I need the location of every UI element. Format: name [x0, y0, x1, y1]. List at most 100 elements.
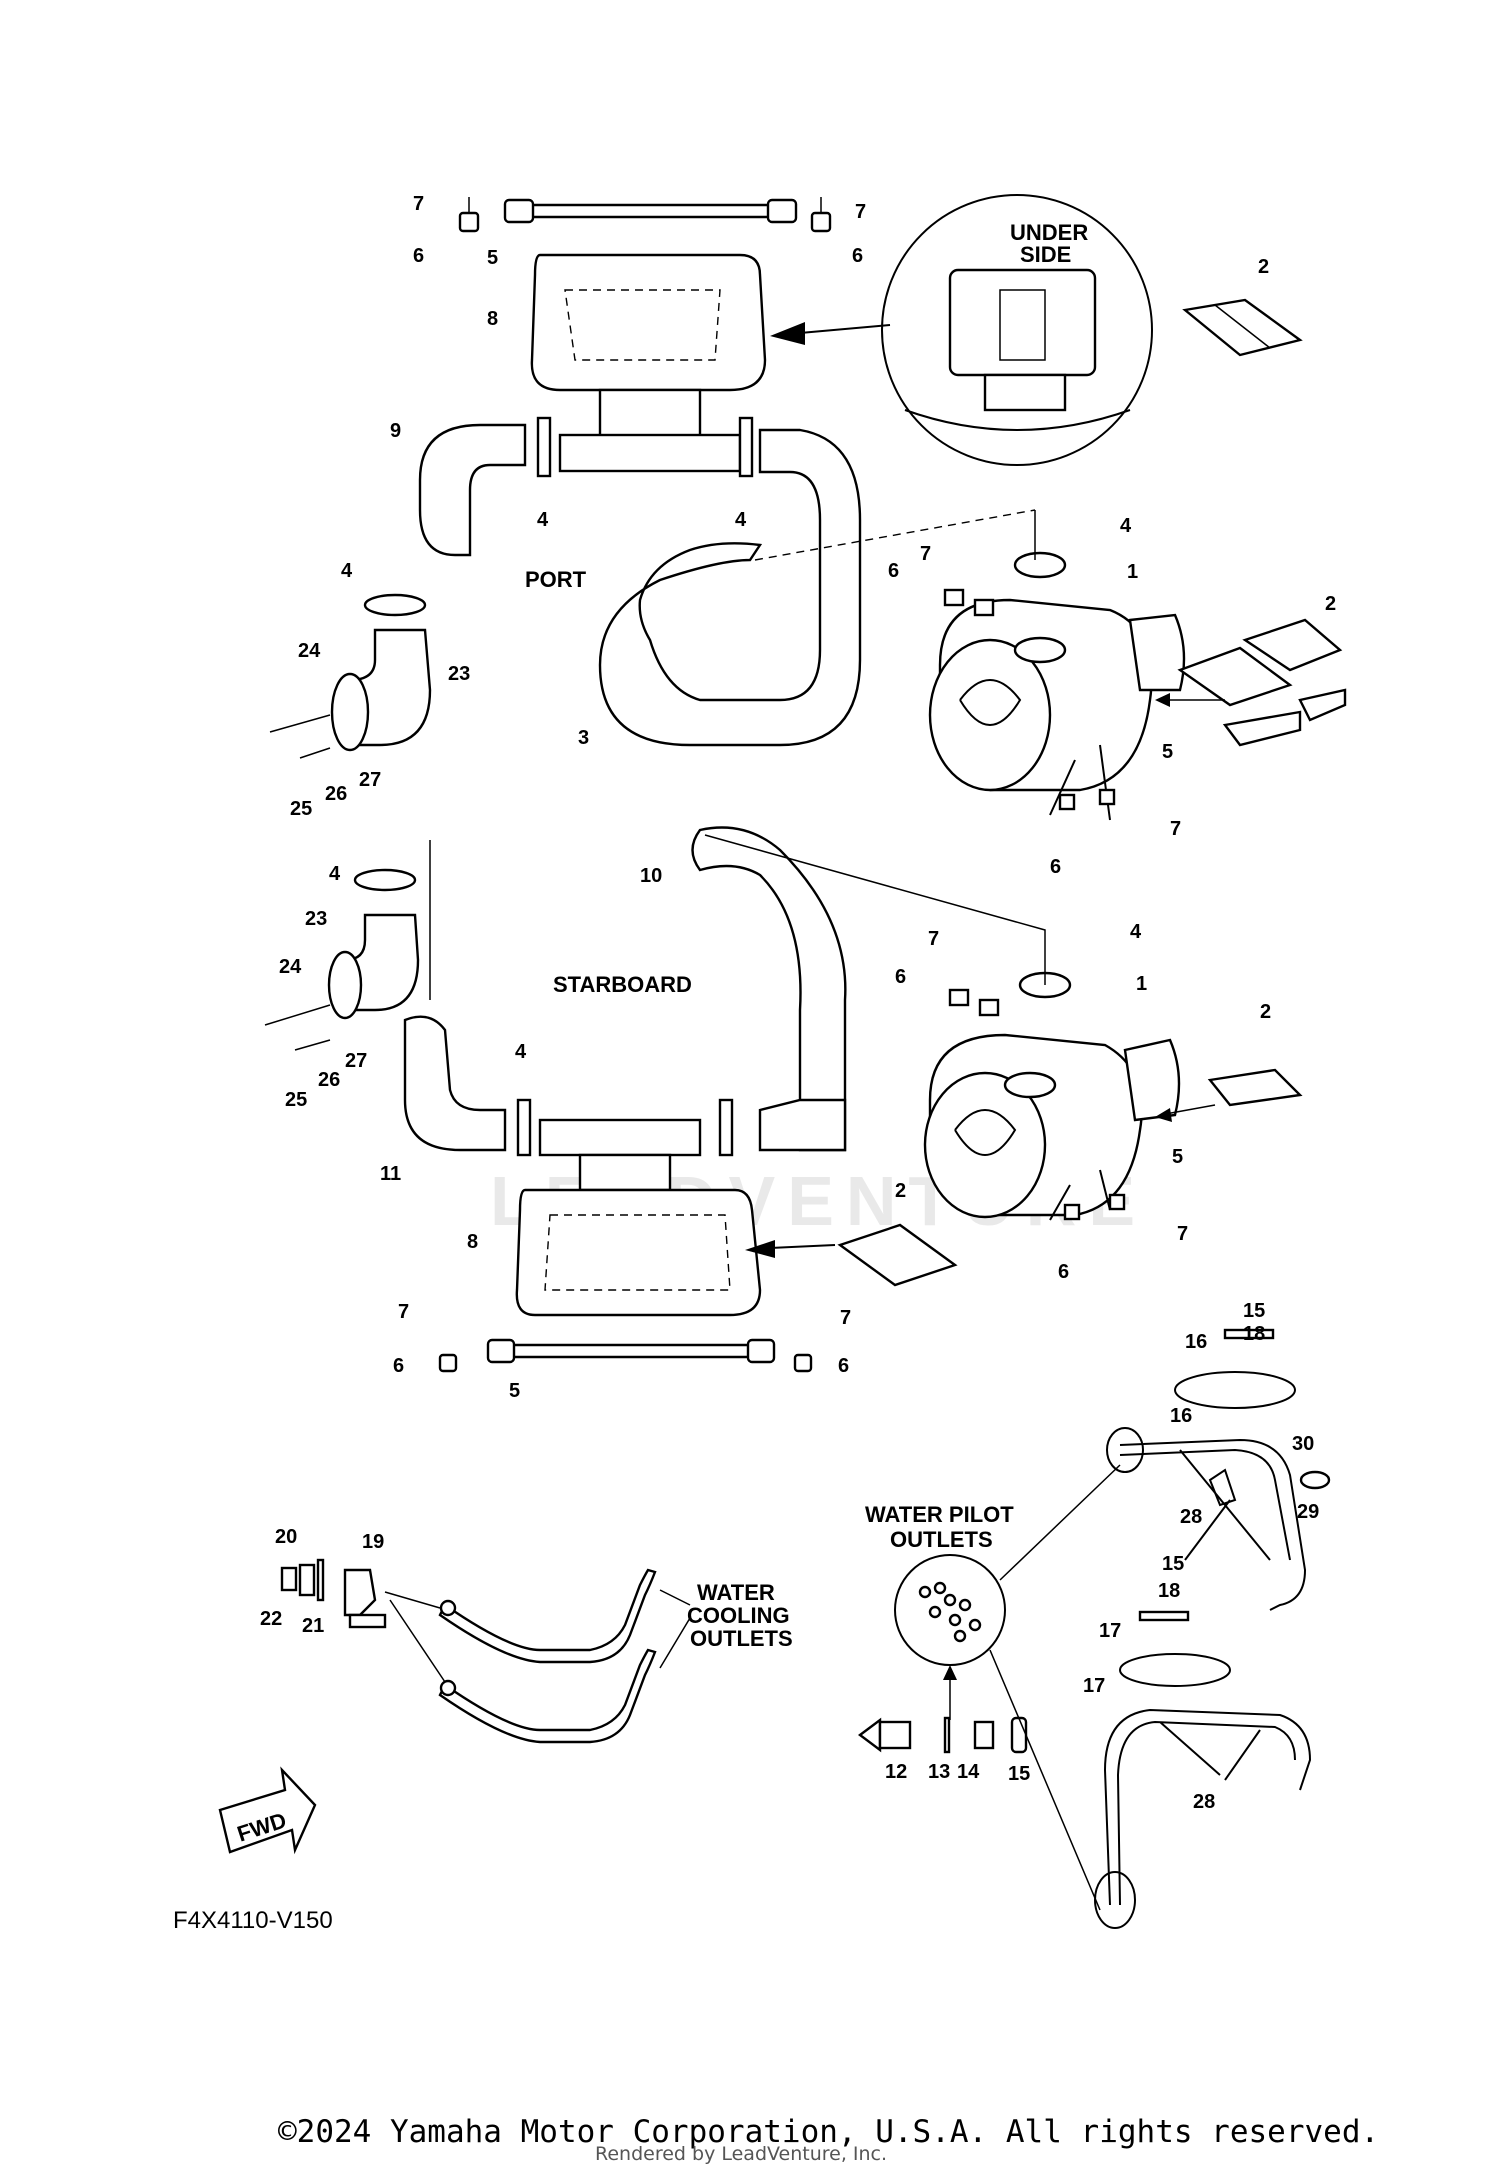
part-water-box-port — [530, 253, 767, 473]
callout: 20 — [275, 1526, 297, 1548]
callout: 15 — [1162, 1553, 1184, 1575]
part-pad-stbd-right — [1207, 1068, 1303, 1107]
callout: 7 — [928, 928, 939, 950]
part-clamp-stbd-left — [516, 1098, 532, 1157]
figure-code: F4X4110-V150 — [173, 1907, 333, 1934]
part-pad-inset — [1182, 298, 1303, 357]
callout: 8 — [487, 308, 498, 330]
part-clamp-left — [536, 416, 552, 478]
callout: 9 — [390, 420, 401, 442]
callout: 17 — [1083, 1675, 1105, 1697]
callout: 25 — [290, 798, 312, 820]
label-starboard: STARBOARD — [553, 972, 692, 997]
part-nozzle-12-15 — [858, 1716, 1028, 1754]
part-filter-straps-port — [1049, 744, 1111, 821]
part-hose-11 — [403, 1015, 507, 1152]
callout: 2 — [895, 1180, 906, 1202]
label-water: WATER — [697, 1580, 775, 1605]
callout-numbers: 7 6 5 7 6 8 2 9 4 4 4 24 23 25 26 27 3 7… — [260, 193, 1336, 1813]
part-union-18-lower — [1138, 1610, 1190, 1622]
part-clamp-elbow-port — [363, 593, 427, 617]
part-fitting-19-22 — [280, 1558, 387, 1629]
part-pad-3 — [1222, 710, 1302, 747]
callout: 23 — [448, 663, 470, 685]
copyright: ©2024 Yamaha Motor Corporation, U.S.A. A… — [278, 2114, 1379, 2150]
callout: 17 — [1099, 1620, 1121, 1642]
callout: 22 — [260, 1608, 282, 1630]
callout: 7 — [840, 1307, 851, 1329]
callout: 4 — [735, 509, 747, 531]
part-pad-4 — [1298, 688, 1347, 722]
label-water-pilot: WATER PILOT — [865, 1502, 1014, 1527]
lower-detail-ellipse — [1119, 1653, 1231, 1687]
callout: 2 — [1258, 256, 1269, 278]
callout: 7 — [1177, 1223, 1188, 1245]
part-cap-24-port — [330, 672, 370, 752]
part-cooling-hose-upper — [438, 1568, 657, 1664]
part-clamp-30 — [1299, 1470, 1331, 1490]
callout: 19 — [362, 1531, 384, 1553]
part-air-filter-stbd — [923, 1033, 1181, 1219]
part-elbow-23-stbd — [343, 913, 420, 1012]
callout: 3 — [578, 727, 589, 749]
callout: 10 — [640, 865, 662, 887]
arrow-inset — [799, 324, 891, 334]
part-pilot-hose-lower — [1103, 1708, 1312, 1906]
callout: 28 — [1193, 1791, 1215, 1813]
part-clip-filter-stbd — [948, 988, 970, 1007]
callout: 1 — [1127, 561, 1138, 583]
part-cooling-hose-lower — [438, 1648, 657, 1744]
part-hose-3 — [598, 428, 862, 747]
callout: 15 — [1008, 1763, 1030, 1785]
callout: 29 — [1297, 1501, 1319, 1523]
callout: 7 — [920, 543, 931, 565]
callout: 13 — [928, 1761, 950, 1783]
callout: 15 — [1243, 1300, 1265, 1322]
callout: 28 — [1180, 1506, 1202, 1528]
callout: 18 — [1243, 1323, 1265, 1345]
part-union-18-upper — [1223, 1328, 1275, 1340]
callout: 16 — [1170, 1405, 1192, 1427]
callout: 6 — [413, 245, 424, 267]
part-clip-filter-port — [943, 588, 965, 607]
water-pilot-nozzles — [918, 1581, 982, 1643]
part-clip-28-upper — [1208, 1468, 1237, 1507]
callout: 26 — [318, 1069, 340, 1091]
part-clamp-stbd-right — [718, 1098, 734, 1157]
label-side: SIDE — [1020, 242, 1071, 267]
arrow-pad-stbd — [769, 1244, 836, 1249]
part-clamp-filter-port — [1013, 551, 1067, 579]
label-port: PORT — [525, 567, 587, 592]
callout: 5 — [1162, 741, 1173, 763]
callout: 6 — [888, 560, 899, 582]
part-pad-stbd — [837, 1223, 958, 1287]
callout: 24 — [279, 956, 302, 978]
part-clip-bottom-left — [438, 1353, 458, 1373]
callout: 26 — [325, 783, 347, 805]
callout: 6 — [1058, 1261, 1069, 1283]
callout: 5 — [487, 247, 498, 269]
part-hose-10 — [691, 826, 847, 1152]
part-clip-top-left — [458, 197, 480, 233]
callout: 21 — [302, 1615, 324, 1637]
label-cooling: COOLING — [687, 1603, 790, 1628]
callout: 12 — [885, 1761, 907, 1783]
callout: 27 — [345, 1050, 367, 1072]
label-outlets-cooling: OUTLETS — [690, 1626, 793, 1651]
callout: 5 — [1172, 1146, 1183, 1168]
callout: 6 — [852, 245, 863, 267]
callout: 4 — [341, 560, 353, 582]
part-clamp-right — [738, 416, 754, 478]
callout: 6 — [838, 1355, 849, 1377]
part-strap-bottom — [486, 1338, 776, 1364]
callout: 14 — [957, 1761, 980, 1783]
render-credit: Rendered by LeadVenture, Inc. — [595, 2143, 887, 2165]
part-hose-9 — [418, 423, 527, 557]
label-outlets-pilot: OUTLETS — [890, 1527, 993, 1552]
callout: 7 — [1170, 818, 1181, 840]
callout: 4 — [329, 863, 341, 885]
callout: 4 — [1130, 921, 1142, 943]
callout: 8 — [467, 1231, 478, 1253]
dash-connect-port — [754, 509, 1036, 561]
